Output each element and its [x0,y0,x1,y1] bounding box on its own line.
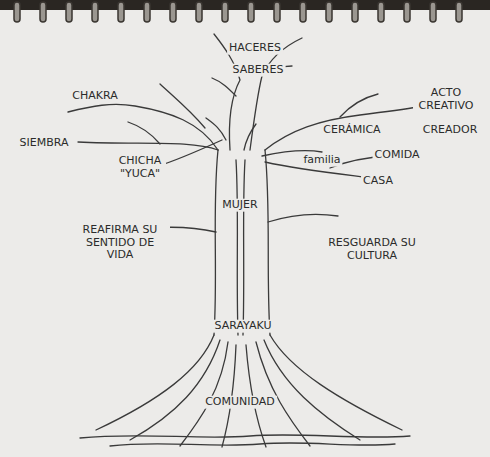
tree-label: SIEMBRA [18,137,71,150]
tree-label: CHICHA "YUCA" [114,155,166,180]
tree-label: CREADOR [421,124,480,137]
tree-label: MUJER [220,199,259,212]
tree-label: CHAKRA [70,90,119,103]
tree-label: CERÁMICA [321,124,382,137]
spiral-rings [14,2,462,22]
binding-band [0,0,490,10]
tree-label: COMIDA [373,149,422,162]
tree-label: familia [301,154,342,167]
tree-label: HACERES [227,42,283,55]
tree-label: SARAYAKU [213,320,274,333]
tree-label: RESGUARDA SU CULTURA [326,237,418,262]
tree-label: ACTO CREATIVO [413,87,479,112]
tree-label: COMUNIDAD [203,396,277,409]
tree-label: CASA [361,175,395,188]
tree-label: SABERES [231,64,286,77]
tree-label: REAFIRMA SU SENTIDO DE VIDA [70,224,170,262]
